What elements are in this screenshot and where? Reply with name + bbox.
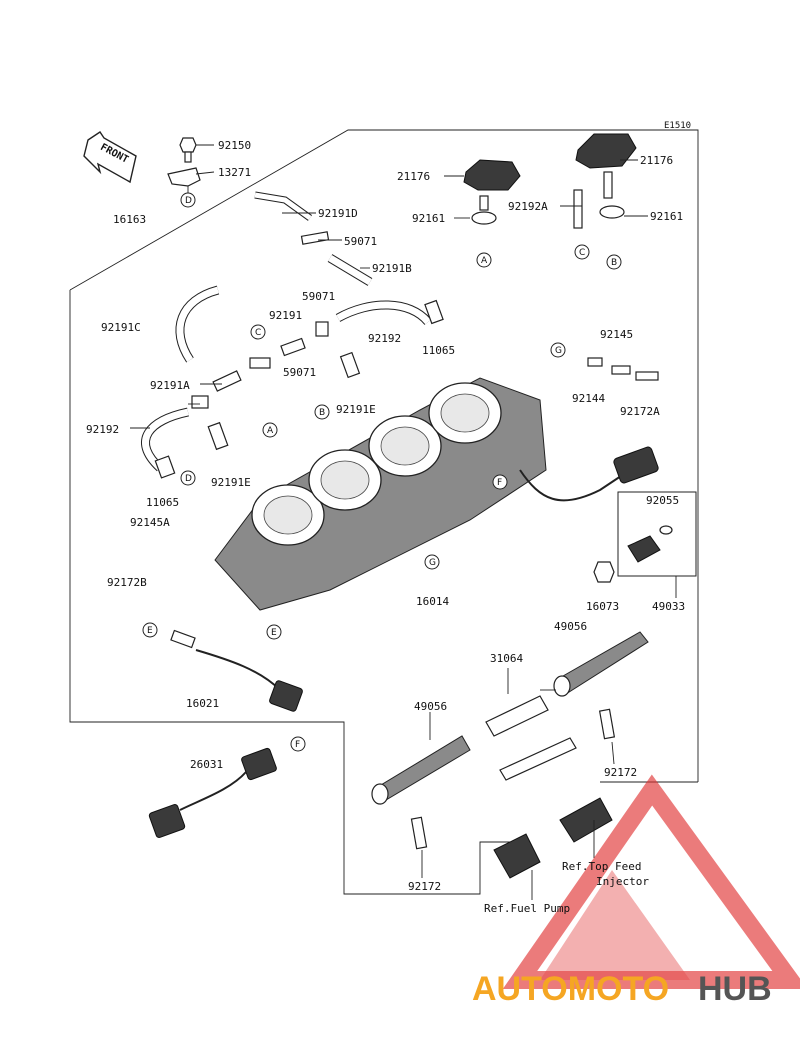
- front-arrow-icon: FRONT: [83, 131, 137, 184]
- screw-parts: [587, 357, 659, 381]
- label-92145: 92145: [600, 328, 633, 341]
- label-21176-a: 21176: [397, 170, 430, 183]
- hose-parts: [141, 191, 444, 479]
- label-92172-b: 92172: [408, 880, 441, 893]
- label-92192-b: 92192: [86, 423, 119, 436]
- svg-text:E: E: [271, 628, 277, 638]
- diagram-code: E1510: [664, 121, 691, 131]
- label-16021: 16021: [186, 697, 219, 710]
- callout-c-mid: C: [250, 324, 266, 340]
- fuel-rail-upper: [553, 631, 649, 740]
- tube-92192a: [573, 189, 583, 229]
- svg-text:A: A: [481, 256, 488, 266]
- callout-g-right: G: [550, 342, 566, 358]
- fuel-rail-lower: [371, 735, 471, 850]
- label-21176-b: 21176: [640, 154, 673, 167]
- watermark-text-a: AUTOMOTO: [472, 970, 669, 1008]
- svg-text:E: E: [147, 626, 153, 636]
- svg-text:G: G: [555, 346, 562, 356]
- label-92192a: 92192A: [508, 200, 548, 213]
- callout-a-mid: A: [262, 422, 278, 438]
- callout-b-mid: B: [314, 404, 330, 420]
- label-92172b: 92172B: [107, 576, 147, 589]
- part-number-labels: 92150 13271 16163 92191D 59071 92191B 92…: [86, 139, 685, 893]
- label-31064: 31064: [490, 652, 523, 665]
- callout-e-mid: E: [266, 624, 282, 640]
- label-16014: 16014: [416, 595, 449, 608]
- leader-lines: [130, 159, 677, 900]
- bolt-part: [179, 137, 197, 163]
- harness-16021: [170, 629, 303, 712]
- label-26031: 26031: [190, 758, 223, 771]
- throttle-body-assembly: [214, 377, 659, 611]
- label-92191c: 92191C: [101, 321, 141, 334]
- frame-top: [69, 129, 699, 782]
- svg-text:B: B: [611, 258, 617, 268]
- nut-16073: [593, 561, 615, 583]
- callout-b-top: B: [606, 254, 622, 270]
- bracket-part: [167, 167, 201, 187]
- svg-text:D: D: [185, 474, 192, 484]
- label-92055: 92055: [646, 494, 679, 507]
- callout-d-mid: D: [180, 470, 196, 486]
- harness-26031: [148, 747, 277, 839]
- label-13271: 13271: [218, 166, 251, 179]
- label-92172a: 92172A: [620, 405, 660, 418]
- sensor-box-49033: [617, 491, 697, 577]
- label-92150: 92150: [218, 139, 251, 152]
- label-11065-b: 11065: [146, 496, 179, 509]
- label-59071-c: 59071: [283, 366, 316, 379]
- ref-injector-label-1: Ref.Top Feed: [562, 860, 641, 873]
- sensor-21176-left: [463, 159, 521, 225]
- ref-fuel-pump-label: Ref.Fuel Pump: [484, 902, 570, 915]
- svg-text:B: B: [319, 408, 325, 418]
- label-92191a: 92191A: [150, 379, 190, 392]
- ref-injector-part: [559, 797, 613, 843]
- automotohub-logo: [502, 774, 800, 989]
- label-49056-b: 49056: [414, 700, 447, 713]
- label-16073: 16073: [586, 600, 619, 613]
- frame-bottom: [69, 290, 520, 895]
- label-92191e-b: 92191E: [211, 476, 251, 489]
- svg-text:C: C: [579, 248, 585, 258]
- svg-text:F: F: [295, 740, 300, 750]
- label-92161-a: 92161: [412, 212, 445, 225]
- callout-c-top: C: [574, 244, 590, 260]
- sensor-21176-right: [575, 133, 637, 219]
- svg-text:A: A: [267, 426, 274, 436]
- watermark-text-b: HUB: [698, 970, 772, 1008]
- label-92172-a: 92172: [604, 766, 637, 779]
- label-59071-a: 59071: [344, 235, 377, 248]
- label-92192-a: 92192: [368, 332, 401, 345]
- callout-f-mid: F: [492, 474, 508, 490]
- ref-fuel-pump-part: [493, 833, 541, 879]
- sensor-49033: [627, 535, 661, 563]
- label-49033: 49033: [652, 600, 685, 613]
- ref-injector-label-2: Injector: [596, 875, 649, 888]
- label-16163: 16163: [113, 213, 146, 226]
- callout-d-top: D: [180, 192, 196, 208]
- label-92191e-a: 92191E: [336, 403, 376, 416]
- joint-31064: [485, 695, 577, 781]
- label-92145a: 92145A: [130, 516, 170, 529]
- label-11065-a: 11065: [422, 344, 455, 357]
- svg-text:D: D: [185, 196, 192, 206]
- callout-circles: D A C B C B A G D F G E E E F: [142, 192, 622, 752]
- svg-text:G: G: [429, 558, 436, 568]
- svg-text:C: C: [255, 328, 261, 338]
- svg-text:F: F: [497, 478, 502, 488]
- callout-f-bottom: F: [290, 736, 306, 752]
- label-92191b: 92191B: [372, 262, 412, 275]
- label-92161-b: 92161: [650, 210, 683, 223]
- callout-a-top: A: [476, 252, 492, 268]
- callout-e-left: E: [142, 622, 158, 638]
- label-92144: 92144: [572, 392, 605, 405]
- label-49056-a: 49056: [554, 620, 587, 633]
- label-92191: 92191: [269, 309, 302, 322]
- label-59071-b: 59071: [302, 290, 335, 303]
- label-92191d: 92191D: [318, 207, 358, 220]
- callout-g-mid: G: [424, 554, 440, 570]
